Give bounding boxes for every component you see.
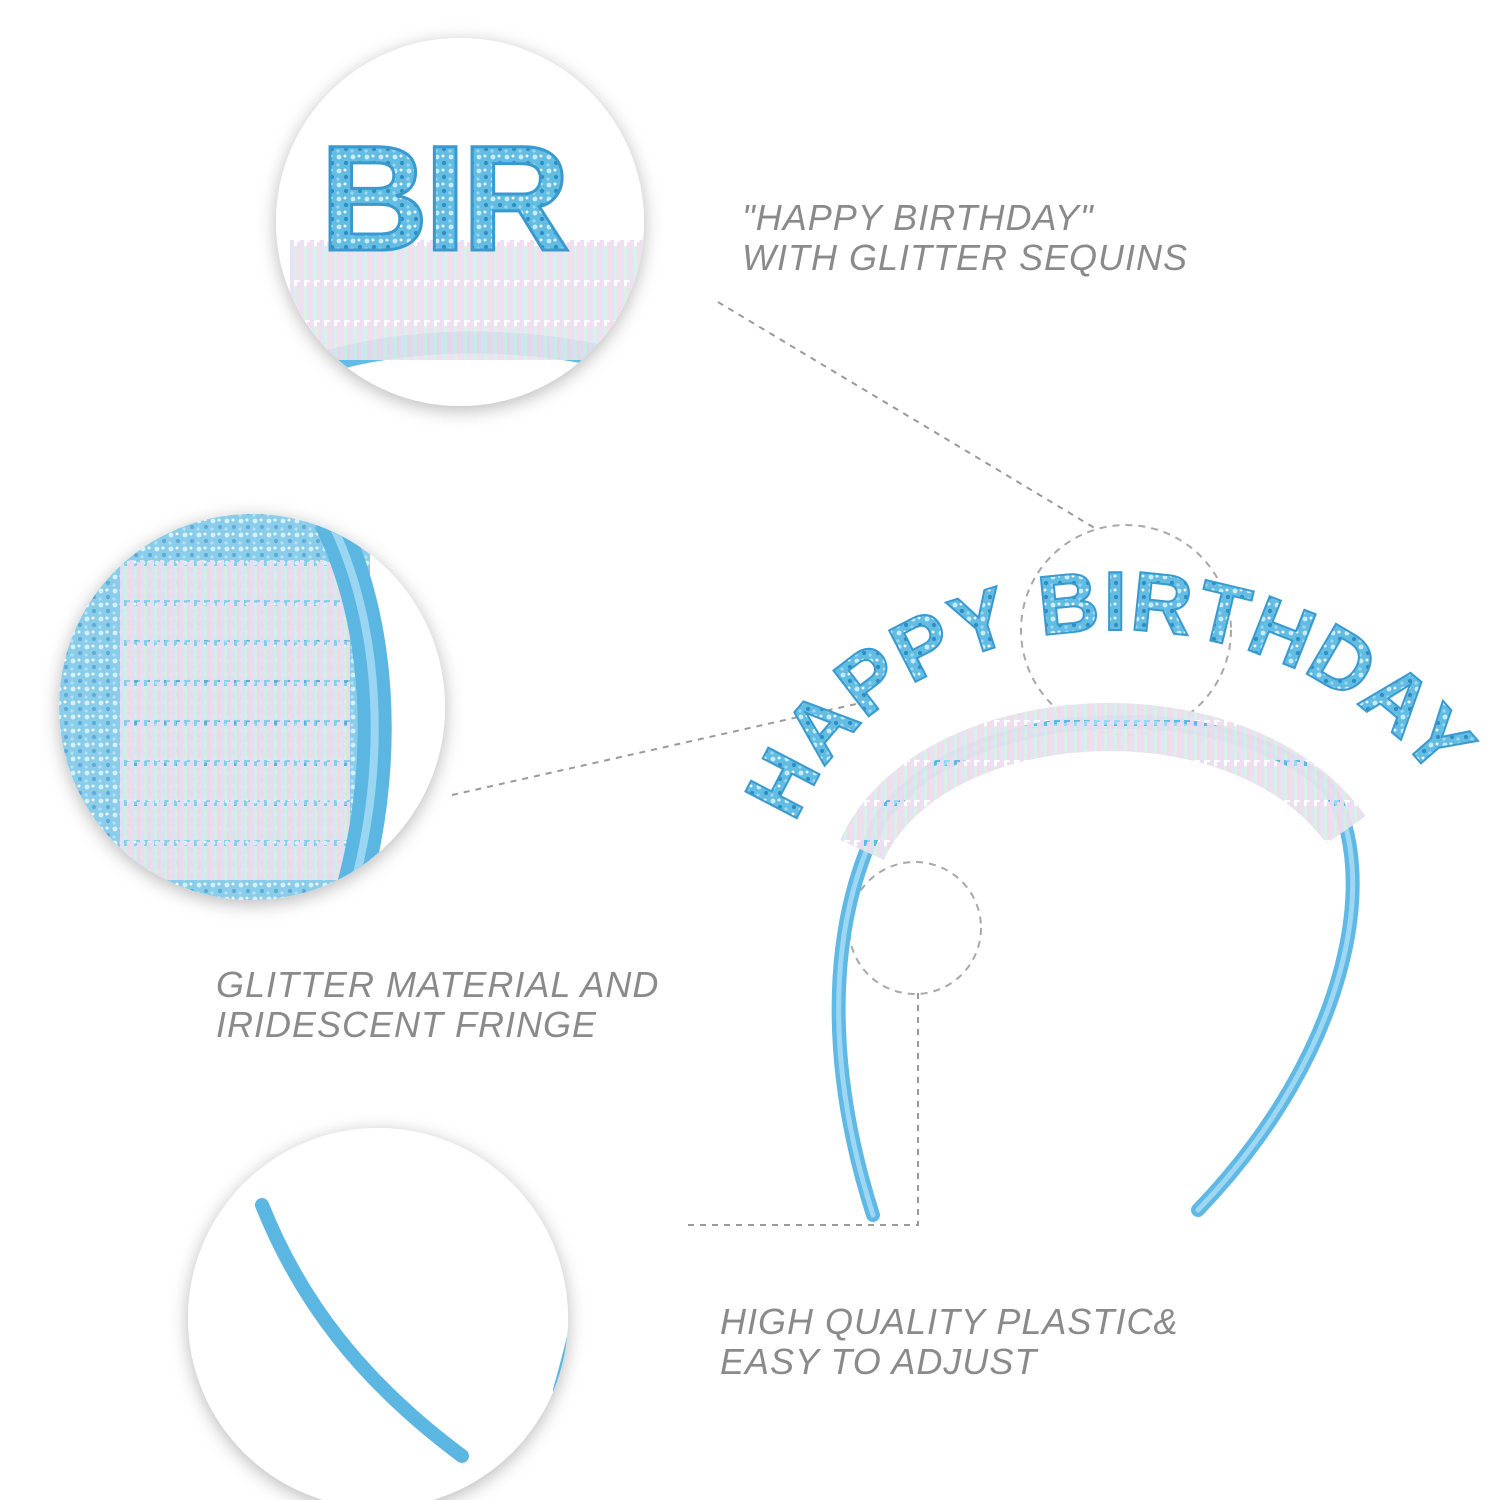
caption-sequins-line1: "HAPPY BIRTHDAY" bbox=[742, 197, 1094, 238]
caption-fringe: GLITTER MATERIAL AND IRIDESCENT FRINGE bbox=[216, 965, 659, 1045]
caption-plastic-line2: EASY TO ADJUST bbox=[720, 1341, 1038, 1382]
caption-plastic-line1: HIGH QUALITY PLASTIC& bbox=[720, 1301, 1179, 1342]
detail-circle-fringe bbox=[59, 514, 445, 900]
detail-letters-bir: BIR bbox=[320, 114, 568, 282]
headband-letters: HAPPY BIRTHDAY bbox=[727, 553, 1494, 831]
caption-fringe-line2: IRIDESCENT FRINGE bbox=[216, 1004, 598, 1045]
main-headband: HAPPY BIRTHDAY bbox=[726, 552, 1494, 1222]
leader-line-fringe bbox=[451, 701, 866, 796]
callout-circle-top bbox=[1020, 524, 1232, 736]
caption-plastic: HIGH QUALITY PLASTIC& EASY TO ADJUST bbox=[720, 1302, 1178, 1382]
caption-fringe-line1: GLITTER MATERIAL AND bbox=[216, 964, 660, 1005]
detail-circle-band bbox=[188, 1128, 568, 1500]
leader-line-sequins bbox=[717, 301, 1099, 531]
callout-circle-side bbox=[848, 861, 982, 995]
leader-line-plastic bbox=[682, 993, 919, 1226]
detail-band-left bbox=[255, 1198, 469, 1463]
leader-lines bbox=[451, 301, 1099, 1226]
detail-circle-sequins: BIR bbox=[276, 38, 644, 406]
caption-sequins: "HAPPY BIRTHDAY" WITH GLITTER SEQUINS bbox=[742, 198, 1188, 278]
caption-sequins-line2: WITH GLITTER SEQUINS bbox=[742, 237, 1189, 278]
headband-fringe bbox=[840, 703, 1366, 861]
